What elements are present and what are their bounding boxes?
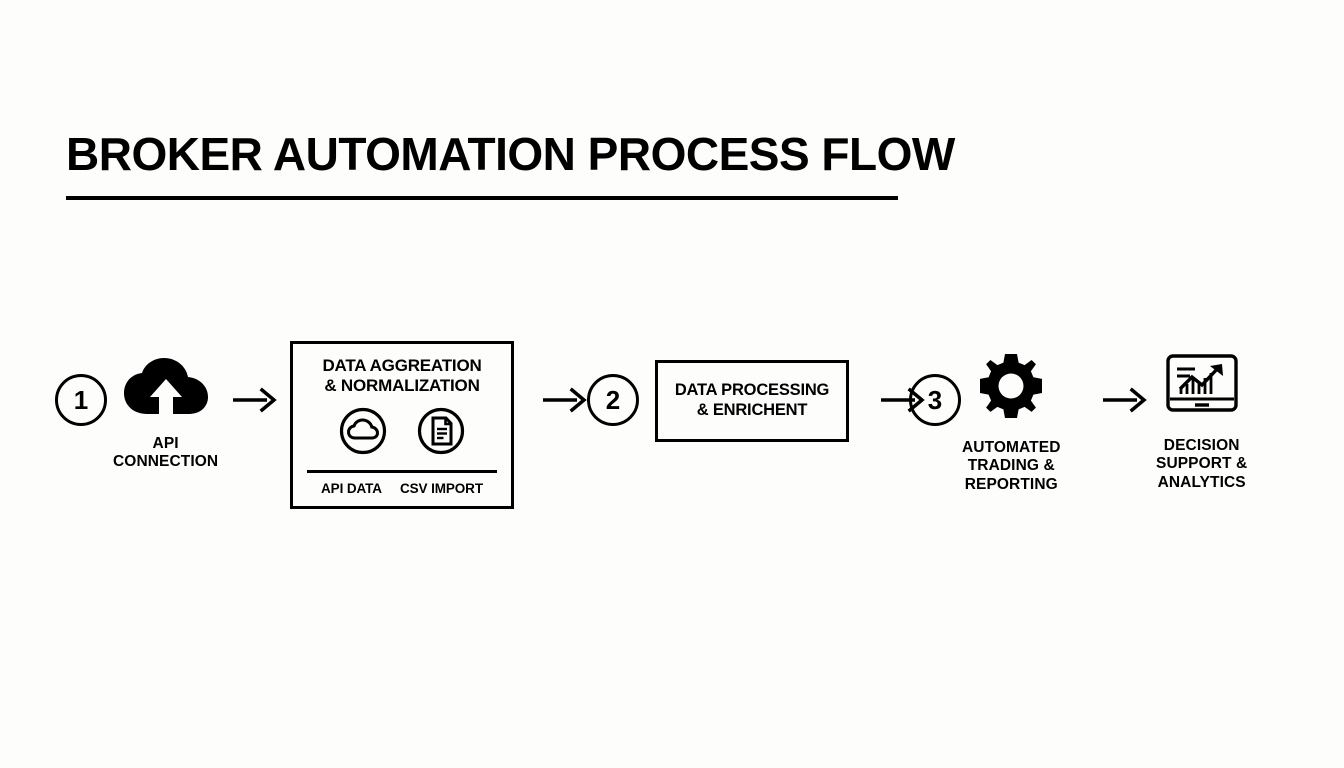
aggregation-heading: DATA AGGREATION & NORMALIZATION [322, 356, 482, 396]
data-aggregation-box: DATA AGGREATION & NORMALIZATION [290, 341, 514, 510]
step-3-number-badge: 3 [909, 374, 961, 426]
step-number-circle: 2 [587, 374, 639, 426]
arrow-1-icon [233, 387, 279, 418]
csv-import-label: CSV IMPORT [399, 481, 483, 497]
cloud-upload-icon [123, 358, 209, 425]
arrow-4-icon [1103, 387, 1149, 418]
aggregation-divider [307, 469, 497, 474]
process-flow-diagram: 1 API CONNECTION DATA AGGREATION & NORMA… [0, 330, 1344, 510]
gear-icon [976, 354, 1046, 429]
page-title: BROKER AUTOMATION PROCESS FLOW [66, 128, 955, 180]
step-3-automated-trading: AUTOMATED TRADING & REPORTING [962, 354, 1061, 494]
cloud-icon [339, 407, 387, 460]
step-1-api-connection: API CONNECTION [113, 358, 218, 472]
step-number-circle: 3 [909, 374, 961, 426]
data-processing-box: DATA PROCESSING & ENRICHENT [655, 360, 849, 442]
processing-text: DATA PROCESSING & ENRICHENT [674, 381, 830, 419]
outcome-caption: DECISION SUPPORT & ANALYTICS [1156, 437, 1248, 491]
title-underline [66, 196, 898, 201]
step-3-caption: AUTOMATED TRADING & REPORTING [962, 439, 1061, 493]
title-block: BROKER AUTOMATION PROCESS FLOW [66, 128, 955, 201]
arrow-2-icon [543, 387, 589, 418]
step-1-number-badge: 1 [55, 374, 107, 426]
step-1-caption: API CONNECTION [113, 435, 219, 471]
step-2-number-badge: 2 [587, 374, 639, 426]
step-number-circle: 1 [55, 374, 107, 426]
document-icon [417, 407, 465, 460]
api-data-label: API DATA [321, 481, 382, 497]
decision-support-analytics: DECISION SUPPORT & ANALYTICS [1156, 354, 1247, 492]
analytics-monitor-icon [1164, 354, 1240, 427]
